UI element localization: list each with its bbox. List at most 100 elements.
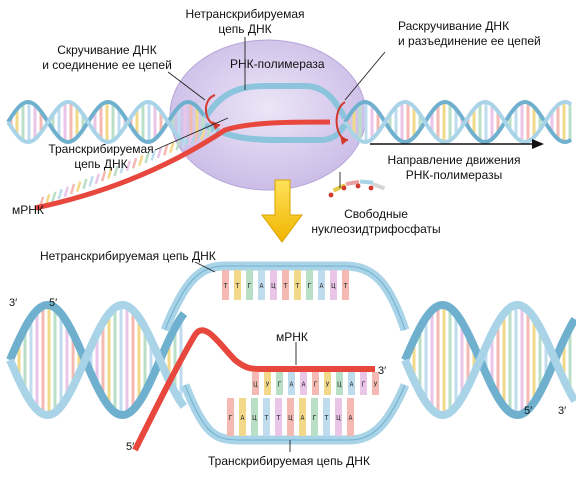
bottom-bubble-lower-strand-edge: [184, 384, 406, 441]
nucleotide: [312, 372, 319, 395]
nucleotide: [287, 398, 294, 436]
nucleotide-letter: А: [240, 414, 245, 422]
mrna-base: [131, 157, 138, 169]
end-5-right: 5′: [524, 405, 533, 417]
nucleotide-letter: Т: [264, 414, 269, 422]
nucleotide-letter: Г: [228, 414, 232, 422]
free-ntp-icons: [328, 179, 386, 198]
nucleotide-letter: Г: [307, 282, 311, 290]
nucleotide-letter: А: [301, 381, 306, 389]
mrna-base: [162, 144, 169, 156]
nucleotide-letter: Т: [283, 282, 288, 290]
label-bottom-nontranscribed: Нетранскрибируемая цепь ДНК: [40, 249, 216, 263]
nucleotide: [275, 398, 282, 436]
top-pointer-lines: [154, 37, 386, 188]
nucleotide-letter: А: [319, 282, 324, 290]
bottom-mrna-strand: [132, 327, 375, 452]
nucleotide-letter: Г: [312, 414, 316, 422]
nucleotide: [246, 270, 253, 300]
nucleotide-letter: Ц: [271, 282, 276, 290]
mrna-base: [125, 160, 132, 172]
mrna-base: [206, 126, 212, 138]
nucleotide: [335, 398, 342, 436]
mrna-base: [138, 155, 144, 166]
nucleotide: [323, 398, 330, 436]
transition-arrow-icon: [261, 179, 303, 243]
mrna-base: [169, 142, 175, 154]
nucleotide: [360, 372, 367, 395]
mrna-base: [150, 150, 156, 161]
label-rna-polymerase: РНК-полимераза: [230, 57, 325, 71]
direction-arrow-head-icon: [532, 139, 544, 149]
nucleotide-letter: Ц: [253, 381, 258, 389]
mrna-base: [51, 191, 57, 203]
label-bottom-transcribed: Транскрибируемая цепь ДНК: [208, 454, 370, 468]
nucleotide: [306, 270, 313, 300]
mrna-base: [193, 131, 200, 143]
label-unwinding: Раскручивание ДНК и разъединение ее цепе…: [398, 19, 541, 48]
nucleotide-letter: Т: [295, 282, 300, 290]
mrna-base: [156, 147, 163, 159]
nucleotide-letter: А: [348, 414, 353, 422]
end-3-left: 3′: [9, 297, 18, 309]
mrna-base: [76, 181, 82, 192]
nucleotide: [324, 372, 331, 395]
bottom-bubble-upper-strand-edge: [164, 265, 406, 331]
nucleotide: [282, 270, 289, 300]
rewinding-arrow-head-icon: [212, 121, 220, 130]
nucleotide: [294, 270, 301, 300]
mrna-base: [200, 129, 206, 141]
mrna-base: [175, 139, 181, 151]
nucleotide-letter: Г: [277, 381, 281, 389]
unwinding-arrow-head-icon: [340, 135, 348, 145]
nucleotide-letter: У: [265, 381, 269, 389]
label-top-transcribed: Транскрибируемая цепь ДНК: [48, 142, 154, 171]
end-5-mrna: 5′: [126, 441, 135, 453]
end-5-left: 5′: [49, 297, 58, 309]
label-direction: Направление движения РНК-полимеразы: [387, 153, 521, 182]
helix-backbone: [6, 300, 188, 420]
mrna-base: [45, 194, 51, 205]
nucleotide: [348, 372, 355, 395]
nucleotide: [342, 270, 349, 300]
nucleotide-letter: Т: [324, 414, 329, 422]
helix-backbone: [6, 300, 188, 420]
label-free-ntp: Свободные нуклеозидтрифосфаты: [311, 207, 441, 236]
nucleotide-letter: Т: [235, 282, 240, 290]
nucleotide-letter: Ц: [331, 282, 336, 290]
nucleotide: [311, 398, 318, 436]
mrna-base: [119, 163, 125, 174]
top-mrna-bases: [38, 121, 225, 208]
mrna-base: [100, 170, 107, 182]
nucleotide-letter: Ц: [336, 414, 341, 422]
helix-backbone: [401, 300, 576, 420]
nucleotide: [227, 398, 234, 436]
nucleotide: [276, 372, 283, 395]
nucleotide-letter: А: [349, 381, 354, 389]
nucleotide-letter: А: [289, 381, 294, 389]
bottom-dna-helix: [6, 300, 576, 420]
nucleotide: [347, 398, 354, 436]
nucleotide-letter: Т: [223, 282, 228, 290]
label-bottom-mrna: мРНК: [276, 330, 308, 344]
nucleotide: [251, 398, 258, 436]
end-3-right: 3′: [558, 405, 567, 417]
nucleotide: [288, 372, 295, 395]
mrna-base: [181, 137, 187, 148]
nucleotide: [300, 372, 307, 395]
mrna-base: [57, 188, 63, 200]
nucleotide: [372, 372, 379, 395]
nucleotide-letter: У: [325, 381, 329, 389]
helix-backbone: [401, 300, 576, 420]
nucleotide: [258, 270, 265, 300]
mrna-base: [187, 134, 194, 146]
mrna-base: [69, 183, 76, 195]
nucleotide-letter: Ц: [337, 381, 342, 389]
mrna-base: [94, 173, 101, 185]
mrna-base: [144, 152, 150, 164]
label-top-nontranscribed: Нетранскрибируемая цепь ДНК: [185, 7, 305, 36]
